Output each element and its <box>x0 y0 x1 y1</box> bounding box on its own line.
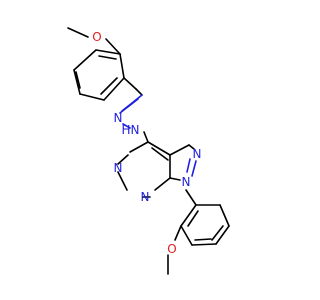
methyl-bond-top <box>67 27 89 38</box>
aryl-methine-bond <box>123 77 137 90</box>
bottom-benzene-ring <box>180 204 230 246</box>
n-aryl-bond <box>185 189 197 206</box>
amine-nitrogen-atom: N <box>131 123 140 137</box>
top-benzene-ring <box>73 49 125 101</box>
pyrimidine-nitrogen-atom-1: N <box>114 161 123 175</box>
amine-hydrogen-atom: H <box>121 123 130 137</box>
o-aryl-bond-bottom <box>174 225 182 241</box>
pyrazole-nitrogen-atom-2: N <box>193 147 202 161</box>
molecule-canvas: O N N H N N N N O <box>67 27 230 275</box>
oxygen-atom-bottom: O <box>167 242 176 256</box>
o-aryl-bond-top <box>105 38 121 55</box>
imine-nitrogen-atom: N <box>114 111 123 125</box>
pyrimidine-ring <box>117 141 171 198</box>
pyrazole-ring <box>169 144 197 181</box>
oxygen-atom-top: O <box>92 30 101 44</box>
pyrimidine-nitrogen-atom-3: N <box>141 190 150 204</box>
structure-diagram: O N N H N N N N O <box>67 27 230 275</box>
pyrazole-nitrogen-atom-1: N <box>182 175 191 189</box>
hydrazone-n-n-bond <box>122 123 131 129</box>
imine-double-bond-b <box>119 98 139 114</box>
methine-stub <box>135 88 143 96</box>
nh-c4-bond <box>143 131 149 143</box>
